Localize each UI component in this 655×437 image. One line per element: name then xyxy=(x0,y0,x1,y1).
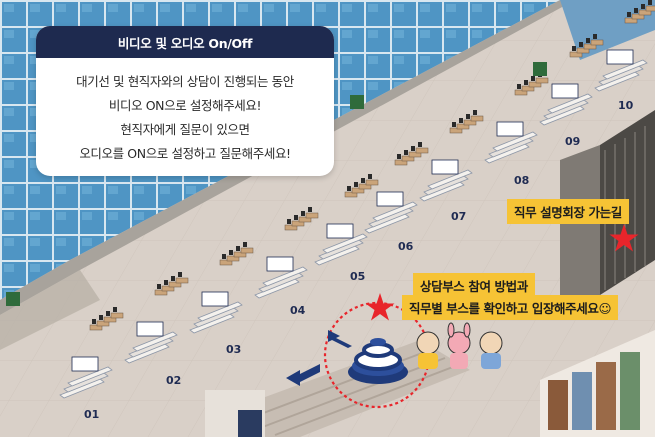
booth-guide-callout-line-1: 상담부스 참여 방법과 xyxy=(413,273,535,298)
booth-guide-kiosk-icon[interactable] xyxy=(348,338,408,384)
video-audio-info-card: 비디오 및 오디오 On/Off 대기선 및 현직자와의 상담이 진행되는 동안… xyxy=(36,26,334,176)
bookshelves xyxy=(548,352,640,430)
info-card-line-4: 오디오를 ON으로 설정하고 질문해주세요! xyxy=(79,146,291,161)
booth-number-01: 01 xyxy=(84,408,100,421)
wall-base xyxy=(0,270,100,350)
info-card-title: 비디오 및 오디오 On/Off xyxy=(36,26,334,58)
mascot-3 xyxy=(479,331,503,369)
floor-arrows xyxy=(286,330,352,386)
booth-number-09: 09 xyxy=(565,135,581,148)
mascot-characters xyxy=(416,322,503,369)
plants xyxy=(6,62,547,306)
booth-number-08: 08 xyxy=(514,174,530,187)
info-card-line-3: 현직자에게 질문이 있으면 xyxy=(120,122,250,137)
booth-rows xyxy=(59,0,655,399)
booth-number-05: 05 xyxy=(350,270,366,283)
booth-cluster-7[interactable] xyxy=(419,110,484,202)
booth-number-04: 04 xyxy=(290,304,306,317)
booth-cluster-5[interactable] xyxy=(314,174,379,266)
info-card-line-1: 대기선 및 현직자와의 상담이 진행되는 동안 xyxy=(76,74,294,89)
booth-cluster-1[interactable] xyxy=(59,307,124,399)
booth-cluster-3[interactable] xyxy=(189,242,254,334)
star-icon xyxy=(365,293,395,321)
booth-guide-callout-line-2: 직무별 부스를 확인하고 입장해주세요☺ xyxy=(402,295,619,320)
booth-cluster-10[interactable] xyxy=(594,0,655,92)
mascot-1 xyxy=(416,331,440,369)
booth-cluster-2[interactable] xyxy=(124,272,189,364)
booth-number-06: 06 xyxy=(398,240,414,253)
booth-number-03: 03 xyxy=(226,343,242,356)
booth-cluster-8[interactable] xyxy=(484,72,549,164)
booth-number-02: 02 xyxy=(166,374,182,387)
star-icon xyxy=(609,224,639,252)
mascot-2 xyxy=(447,322,471,369)
entrance-door xyxy=(238,410,262,437)
hall-stripes xyxy=(604,126,646,290)
booth-number-10: 10 xyxy=(618,99,634,112)
stairs xyxy=(230,340,470,437)
info-card-body: 대기선 및 현직자와의 상담이 진행되는 동안 비디오 ON으로 설정해주세요!… xyxy=(36,70,334,166)
info-card-line-2: 비디오 ON으로 설정해주세요! xyxy=(108,98,262,113)
booth-cluster-4[interactable] xyxy=(254,207,319,299)
job-hall-direction-callout[interactable]: 직무 설명회장 가는길 xyxy=(507,199,629,224)
booth-cluster-9[interactable] xyxy=(539,34,604,126)
hall-building-side xyxy=(560,145,600,310)
booth-number-07: 07 xyxy=(451,210,467,223)
booth-cluster-6[interactable] xyxy=(364,142,429,234)
